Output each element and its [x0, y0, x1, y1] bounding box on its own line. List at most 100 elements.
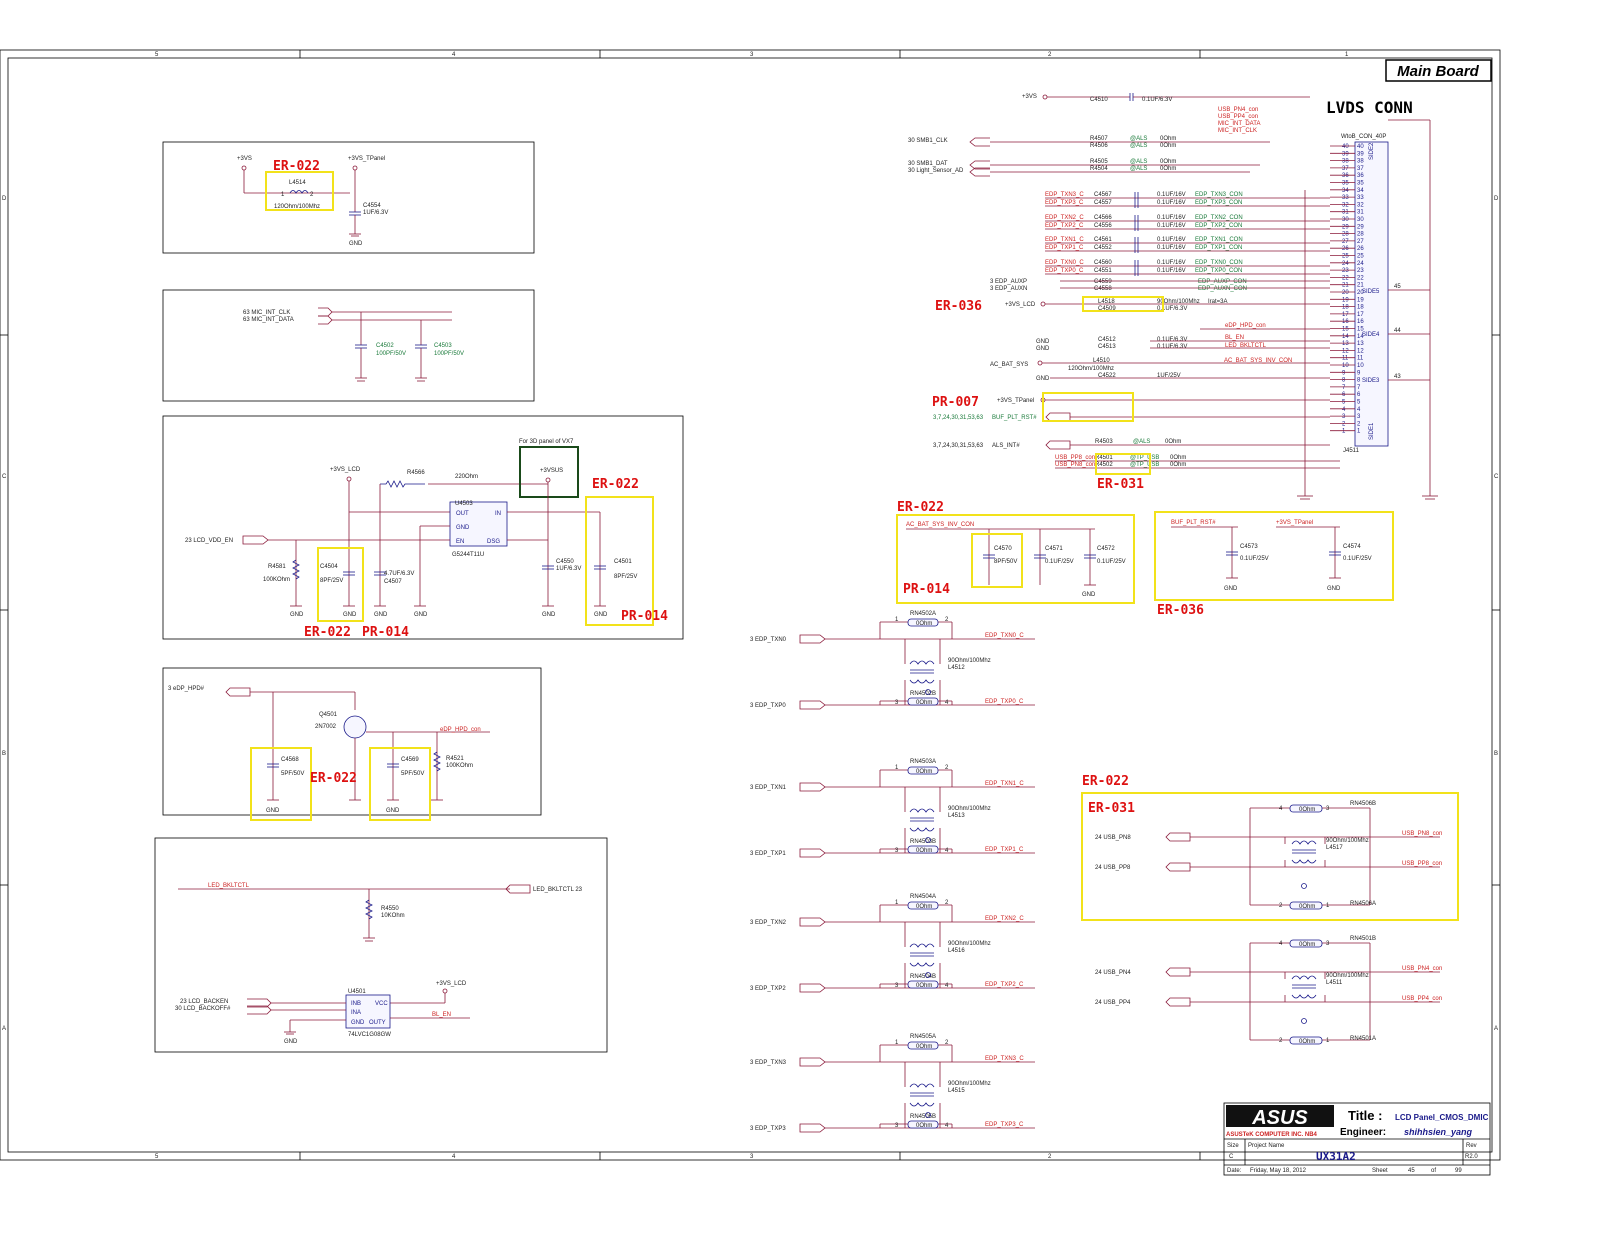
schematic-label: 120Ohm/100Mhz [1068, 366, 1114, 372]
schematic-label: C4569 [401, 757, 419, 763]
pr-014-tag: PR-014 [621, 609, 668, 624]
schematic-label: EDP_AUXN_CON [1198, 286, 1247, 292]
schematic-label: 4 [945, 983, 949, 989]
schematic-label: 3 [895, 848, 899, 854]
schematic-label: RN4506B [1350, 801, 1376, 807]
pin-number: 20 [1357, 290, 1364, 296]
schematic-label: USB_PN8_con [1055, 462, 1095, 468]
schematic-label: Sheet [1372, 1168, 1388, 1174]
schematic-label: R4550 [381, 906, 399, 912]
pin-number: 37 [1357, 166, 1364, 172]
pin-number: 28 [1342, 232, 1349, 238]
schematic-label: 0Ohm [1170, 462, 1186, 468]
tpanel-filter-block: +3VS +3VS_TPanel L4514 1 2 120Ohm/100Mhz… [162, 141, 535, 254]
pin-number: 19 [1342, 297, 1349, 303]
schematic-label: 0Ohm [916, 983, 932, 989]
pin-number: 14 [1342, 334, 1349, 340]
schematic-label: 4 [1279, 941, 1283, 947]
schematic-label: 0.1UF/25V [1097, 559, 1126, 565]
schematic-label: 2 [1279, 903, 1283, 909]
pin-number: 40 [1357, 144, 1364, 150]
schematic-label: +3VS_LCD [436, 981, 467, 987]
schematic-label: 0Ohm [1160, 143, 1176, 149]
schematic-label: @TP_USB [1130, 462, 1159, 468]
schematic-label: EDP_AUXP_CON [1198, 279, 1247, 285]
schematic-label: RN4503A [910, 759, 936, 765]
schematic-label: 24 USB_PN4 [1095, 970, 1131, 976]
lvds-connector-area: +3VS C4510 0.1UF/6.3V USB_PN4_con USB_PP… [908, 93, 1438, 500]
schematic-label: 0Ohm [916, 1123, 932, 1129]
schematic-label: LED_BKLTCTL 23 [533, 887, 583, 893]
schematic-label: C4566 [1094, 215, 1112, 221]
schematic-label: 0.1UF/16V [1157, 215, 1186, 221]
schematic-label: 0.1UF/6.3V [1142, 97, 1172, 103]
pin-number: 4 [1357, 407, 1361, 413]
schematic-label: 44 [1394, 328, 1401, 334]
schematic-label: MIC_INT_DATA [1218, 121, 1260, 127]
pin-number: 23 [1342, 268, 1349, 274]
schematic-label: 0Ohm [1165, 439, 1181, 445]
schematic-label: 1UF/6.3V [363, 210, 388, 216]
schematic-label: 8PF/50V [994, 559, 1017, 565]
pin-number: 26 [1342, 246, 1349, 252]
col-number: 4 [452, 1154, 456, 1160]
schematic-label: EN [456, 539, 464, 545]
schematic-label: 0.1UF/25V [1240, 556, 1269, 562]
sheet-frame: 5 4 3 2 1 5 4 3 2 1 D C B A D C B A [0, 49, 1501, 1161]
schematic-label: 0Ohm [1299, 904, 1315, 910]
schematic-label: 3 [895, 700, 899, 706]
pin-number: 30 [1342, 217, 1349, 223]
schematic-label: +3VS_LCD [1005, 302, 1036, 308]
schematic-label: 3 EDP_TXN3 [750, 1060, 787, 1066]
pin-number: 8 [1342, 378, 1346, 384]
schematic-label: GND [456, 525, 470, 531]
schematic-label: 100KOhm [446, 763, 473, 769]
schematic-label: 3 EDP_TXN0 [750, 637, 787, 643]
schematic-label: EDP_TXP1_CON [1195, 245, 1242, 251]
pin-number: 34 [1357, 188, 1364, 194]
pin-number: 11 [1357, 356, 1364, 362]
schematic-label: RN4506A [1350, 901, 1376, 907]
pin-number: 5 [1342, 400, 1346, 406]
schematic-label: 63 MIC_INT_CLK [243, 310, 290, 316]
schematic-label: C4509 [1098, 306, 1116, 312]
pin-number: 38 [1357, 159, 1364, 165]
schematic-label: RN4502A [910, 611, 936, 617]
pin-number: 17 [1342, 312, 1349, 318]
schematic-label: LCD Panel_CMOS_DMIC [1395, 1113, 1489, 1122]
schematic-label: GND [1036, 376, 1050, 382]
schematic-label: RN4505A [910, 1034, 936, 1040]
er-036-tag: ER-036 [935, 299, 982, 314]
schematic-label: GND [343, 612, 357, 618]
pin-number: 35 [1357, 181, 1364, 187]
schematic-label: @ALS [1130, 159, 1147, 165]
schematic-label: 90Ohm/100Mhz [948, 658, 991, 664]
schematic-label: EDP_TXP3_C [1045, 200, 1084, 206]
schematic-label: 100PF/50V [434, 351, 464, 357]
schematic-label: C4551 [1094, 268, 1112, 274]
schematic-label: @ALS [1130, 143, 1147, 149]
schematic-label: MIC_INT_CLK [1218, 128, 1257, 134]
schematic-label: @ALS [1133, 439, 1150, 445]
pin-number: 1 [1342, 429, 1346, 435]
schematic-label: eDP_HPD_con [1225, 323, 1266, 329]
schematic-label: 4 [945, 700, 949, 706]
schematic-label: 30 LCD_BACKOFF# [175, 1006, 231, 1012]
schematic-label: 0.1UF/16V [1157, 223, 1186, 229]
schematic-label: 1 [895, 765, 899, 771]
pin-number: 2 [1342, 421, 1346, 427]
title-block: ASUS ASUSTeK COMPUTER INC. NB4 Title : L… [1223, 1102, 1491, 1176]
pin-number: 1 [1357, 429, 1361, 435]
pin-number: 30 [1357, 217, 1364, 223]
schematic-label: @TP_USB [1130, 455, 1159, 461]
schematic-label: 220Ohm [455, 474, 478, 480]
row-letter: D [1494, 196, 1499, 202]
schematic-label: GND [351, 1020, 365, 1026]
schematic-label: 3 eDP_HPD# [168, 686, 205, 692]
pin-number: 39 [1357, 151, 1364, 157]
schematic-label: 3 EDP_TXN2 [750, 920, 787, 926]
